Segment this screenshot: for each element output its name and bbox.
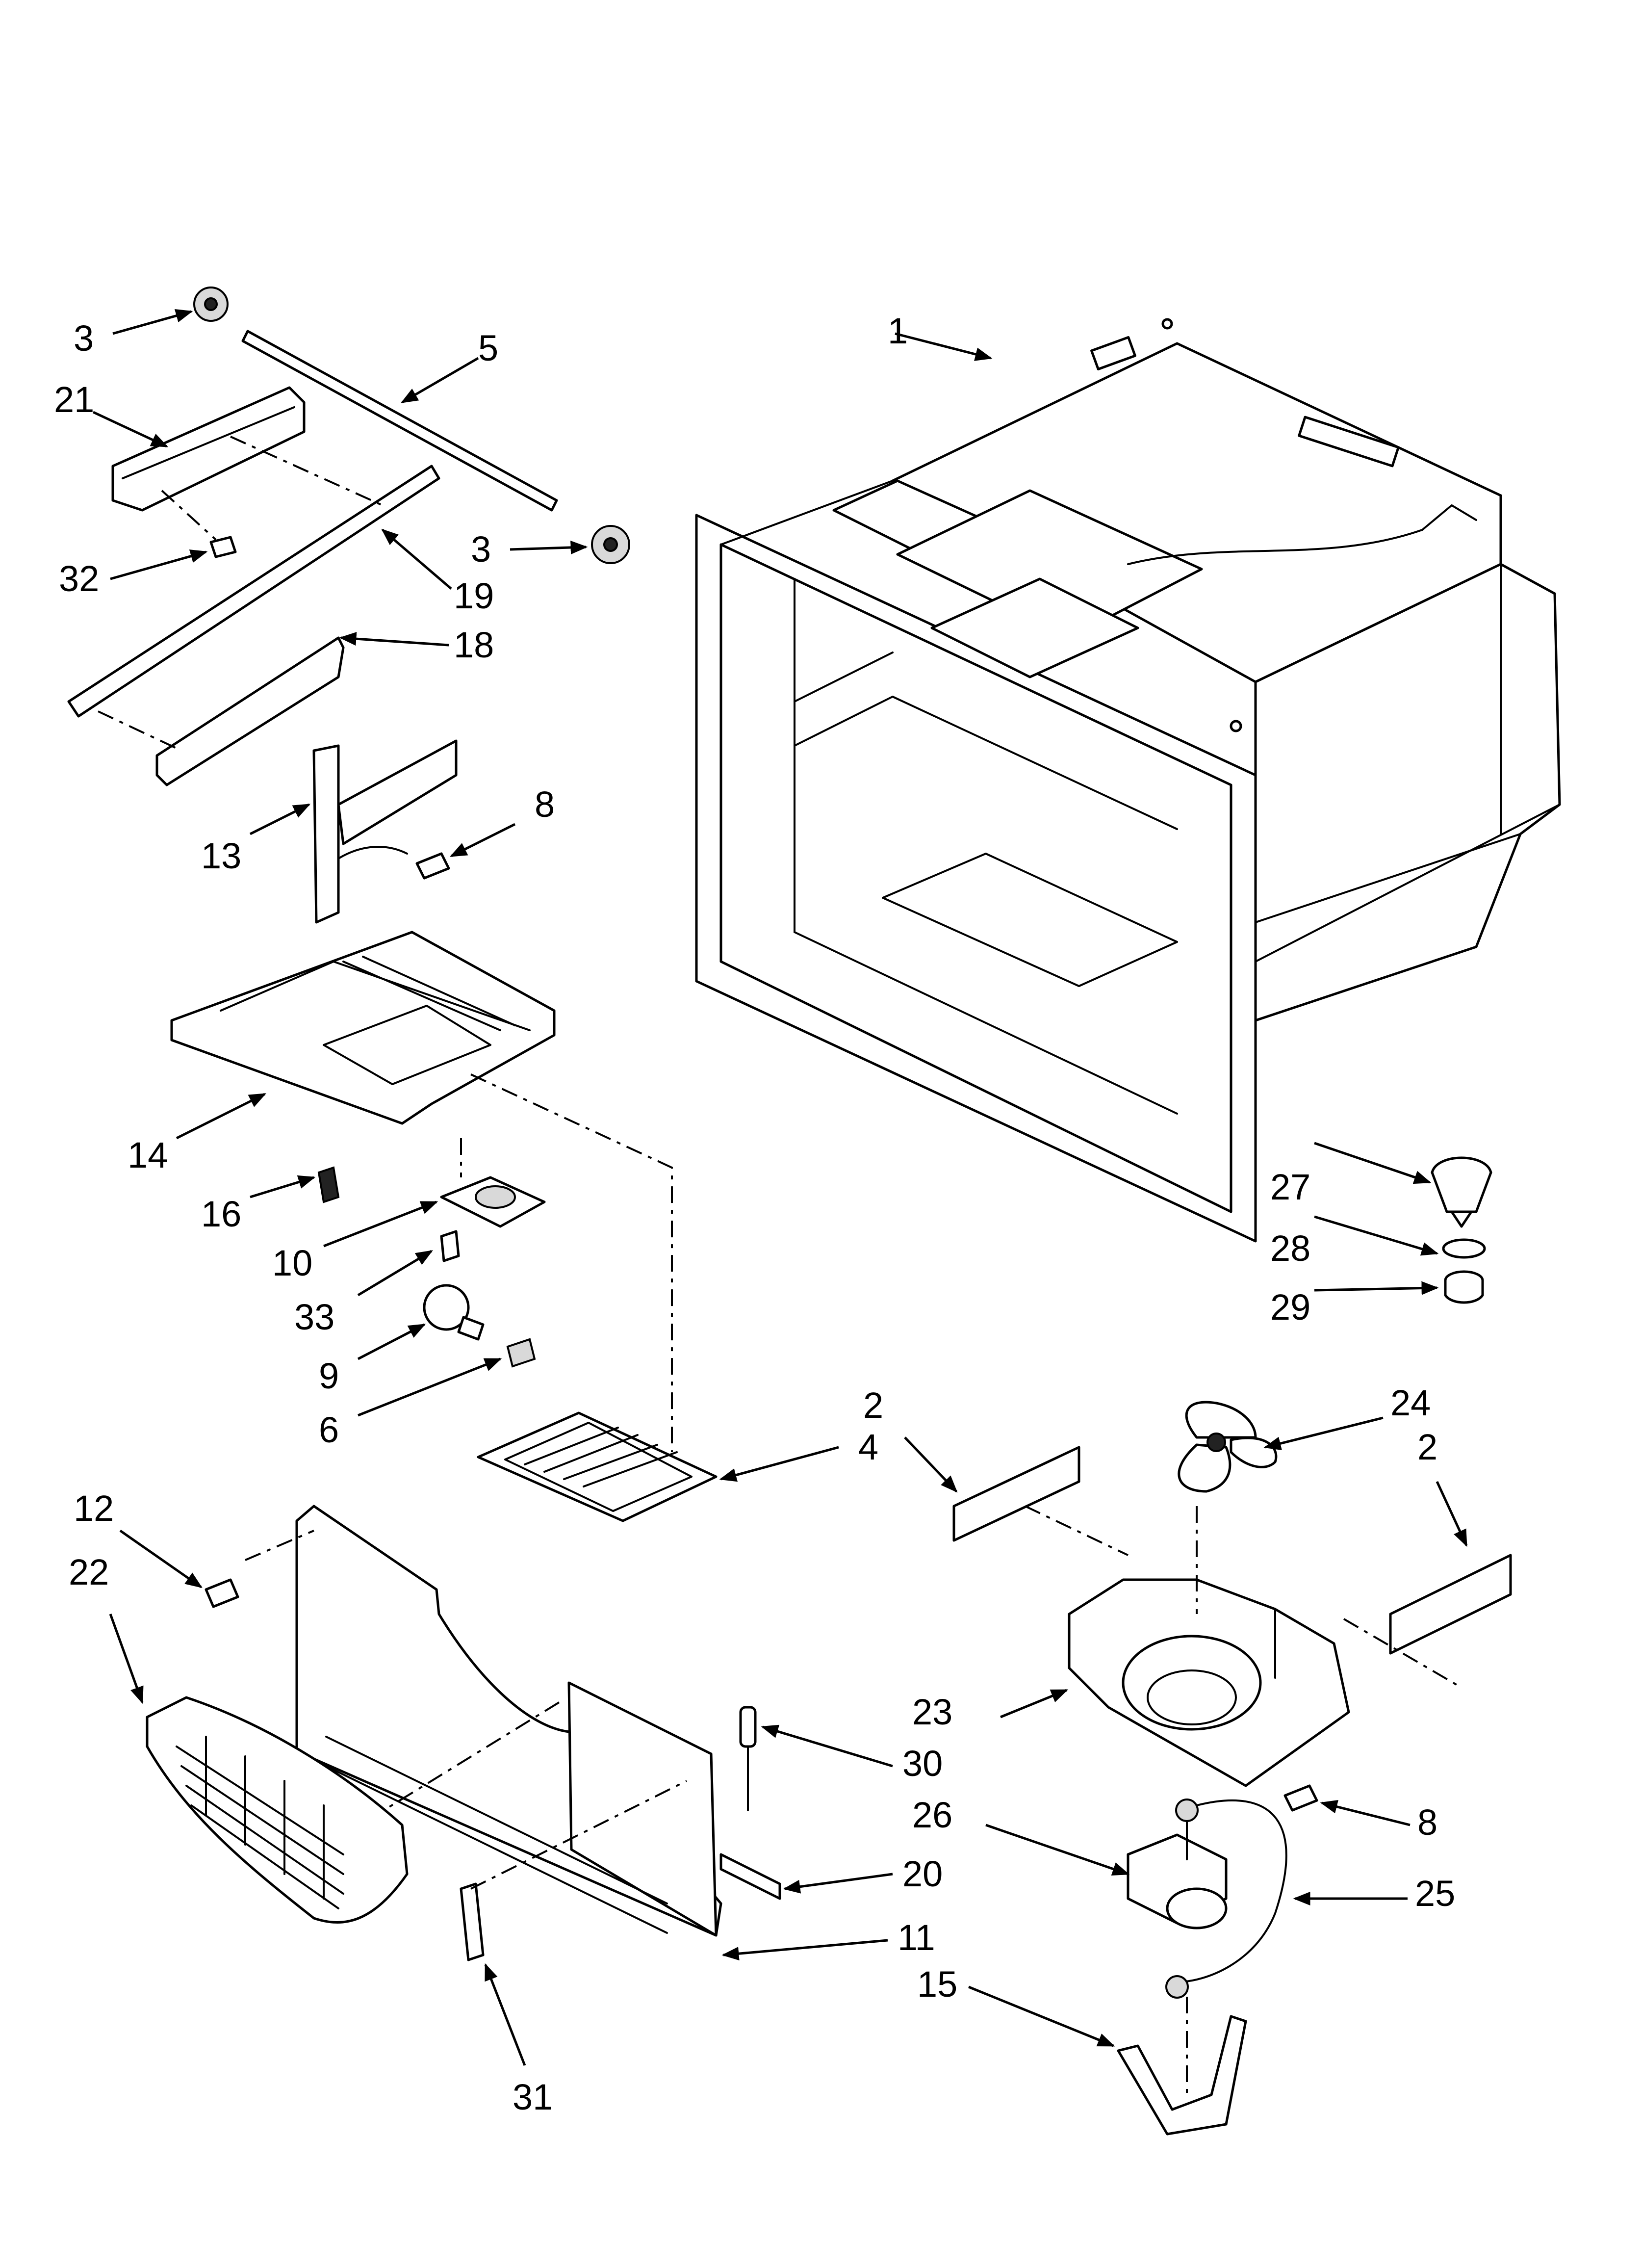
callout-11-label: 11 [898, 1917, 935, 1958]
callout-1: 1 [888, 311, 908, 351]
rear-panel-part [245, 1505, 722, 1937]
callout-31: 31 [513, 2077, 553, 2117]
screw-part-right [1283, 1784, 1318, 1812]
socket-part [506, 1338, 536, 1368]
fan-blade-part [1178, 1401, 1278, 1493]
screw-part-left [205, 1578, 239, 1608]
callout-18: 18 [454, 625, 494, 665]
callout-8-lower: 8 [1417, 1802, 1437, 1843]
bulb-part [423, 1284, 485, 1341]
freezer-liner-part [695, 318, 1561, 1243]
callout-13: 13 [201, 835, 241, 876]
rail-assembly [67, 287, 630, 786]
grille-part [146, 1696, 409, 1924]
support-bracket-part [312, 739, 458, 924]
leader-lines [92, 309, 1468, 2066]
damper-part [1431, 1156, 1492, 1228]
callout-12: 12 [74, 1488, 114, 1529]
callout-9: 9 [319, 1356, 339, 1396]
foam-block-part-right [1389, 1554, 1512, 1655]
callout-3-right: 3 [471, 529, 491, 570]
callout-20: 20 [902, 1853, 943, 1894]
callout-23: 23 [912, 1692, 952, 1732]
seal-ring-part [1442, 1238, 1486, 1259]
motor-bracket-part [1117, 1975, 1247, 2136]
screw-part-upper [415, 852, 450, 880]
light-housing-part [440, 1176, 546, 1228]
callout-2-right: 2 [1417, 1427, 1437, 1467]
callout-4: 4 [858, 1427, 878, 1467]
callout-29: 29 [1270, 1287, 1310, 1328]
callout-16: 16 [201, 1194, 241, 1234]
sensor-clip-part [460, 1882, 485, 1961]
callout-labels: 3 5 21 32 3 19 18 13 8 1 14 16 10 33 9 6… [54, 311, 1455, 2117]
grommet-part [1444, 1270, 1484, 1304]
foam-strip-part [719, 1853, 781, 1900]
rod-part [241, 330, 558, 512]
callout-32: 32 [59, 558, 99, 599]
wire-harness-part [1176, 1799, 1287, 1983]
housing-part [170, 931, 556, 1125]
rail-part [155, 636, 345, 786]
callout-27: 27 [1270, 1167, 1310, 1207]
callout-30-label: 30 [902, 1743, 943, 1784]
callout-21: 21 [54, 379, 94, 420]
drip-tray-part [477, 1411, 718, 1522]
callout-22: 22 [69, 1552, 109, 1592]
callout-28: 28 [1270, 1228, 1310, 1269]
slide-rail-part [67, 465, 440, 718]
callout-26: 26 [912, 1795, 952, 1835]
callout-15: 15 [917, 1964, 957, 2005]
callout-25: 25 [1415, 1873, 1455, 1914]
bracket-part [111, 386, 306, 512]
callout-5: 5 [478, 328, 498, 368]
callout-2-left: 2 [863, 1385, 883, 1426]
callout-24: 24 [1390, 1382, 1431, 1423]
callout-33: 33 [294, 1297, 334, 1337]
callout-3-top-label: 3 [74, 318, 94, 359]
callout-6: 6 [319, 1409, 339, 1450]
foam-block-part-left [952, 1446, 1080, 1542]
screw-part [209, 536, 237, 558]
clip-part [317, 1166, 340, 1203]
callout-19: 19 [454, 575, 494, 616]
callout-14: 14 [128, 1135, 168, 1175]
fan-motor-part [1127, 1799, 1228, 1929]
fan-housing-part [1068, 1578, 1350, 1787]
callout-10: 10 [272, 1243, 312, 1283]
callout-8-upper: 8 [535, 784, 555, 825]
sensor-part [739, 1706, 757, 1811]
screw-part-lower [440, 1230, 460, 1262]
